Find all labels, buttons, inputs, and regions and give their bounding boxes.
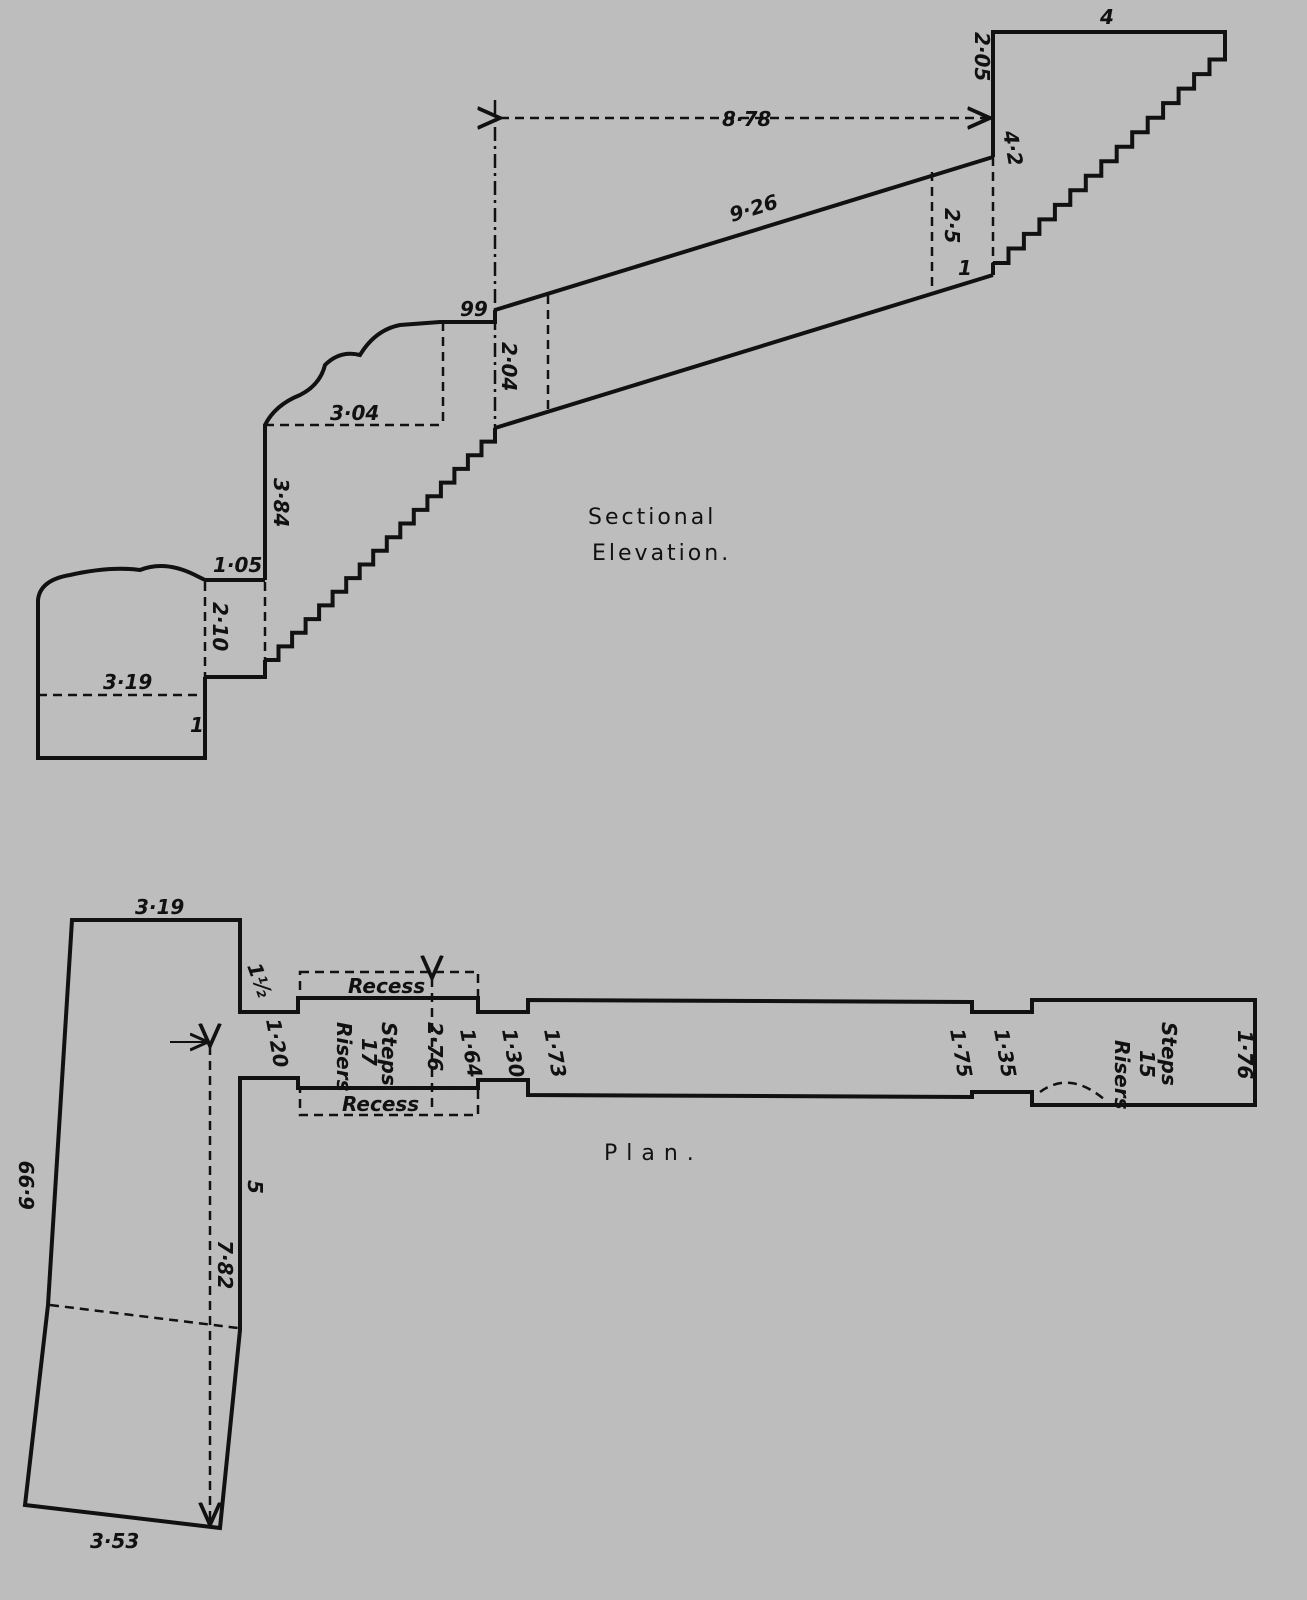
lower-staircase xyxy=(265,428,497,662)
label-opening: 1½ xyxy=(242,960,276,1001)
label-upper-height: 2·05 xyxy=(970,32,994,81)
shaft-wall xyxy=(263,310,497,580)
label-horizontal-span: 8·78 xyxy=(722,107,771,131)
label-w4: 1·75 xyxy=(945,1027,977,1080)
sectional-elevation: 4 2·05 8·78 4·2 9·26 2·5 1 99 2·04 3·04 … xyxy=(36,5,1227,760)
plan-outline xyxy=(22,918,1257,1531)
recess-bottom xyxy=(298,1086,480,1117)
label-steps-a-count: 17 xyxy=(357,1038,381,1066)
label-risers-a: Risers xyxy=(332,1022,356,1092)
label-steps-b-count: 15 xyxy=(1135,1050,1159,1078)
label-w6: 1·76 xyxy=(1233,1030,1257,1079)
label-w1: 1·64 xyxy=(455,1027,487,1080)
lower-ledge xyxy=(205,660,267,679)
lower-slope xyxy=(494,273,994,430)
label-chamber-width: 3·19 xyxy=(103,670,152,694)
elevation-title-line2: Elevation. xyxy=(592,541,731,566)
label-top-width: 4 xyxy=(1099,5,1114,29)
label-corridor-entry: 1·20 xyxy=(261,1017,293,1070)
label-w2: 1·30 xyxy=(497,1027,529,1080)
label-room-bottom: 3·53 xyxy=(90,1529,139,1553)
label-steps-a: Steps xyxy=(377,1022,401,1086)
label-steps-b: Steps xyxy=(1157,1022,1181,1086)
upper-staircase xyxy=(993,45,1227,265)
label-passage-one: 1 xyxy=(958,256,972,280)
label-recess-depth: 2·76 xyxy=(423,1022,447,1071)
label-w5: 1·35 xyxy=(989,1027,1021,1080)
label-room-length: 7·82 xyxy=(213,1240,237,1289)
label-chamber-height: 2·10 xyxy=(208,602,232,651)
label-slope-length: 9·26 xyxy=(726,189,780,226)
label-room-left: 6·99 xyxy=(15,1161,39,1210)
label-landing: 99 xyxy=(460,297,488,321)
elevation-title-line1: Sectional xyxy=(588,505,716,530)
recess-top xyxy=(298,970,480,1000)
label-chamber-one: 1 xyxy=(190,713,204,737)
label-step-height: 4·2 xyxy=(998,128,1028,168)
label-room-top: 3·19 xyxy=(135,895,184,919)
label-risers-b: Risers xyxy=(1110,1040,1134,1110)
label-landing-height: 2·04 xyxy=(497,342,521,391)
label-room-side: 5 xyxy=(243,1180,267,1194)
label-w3: 1·73 xyxy=(539,1027,571,1080)
label-recess-bottom: Recess xyxy=(342,1092,419,1116)
plan-view: 3·19 1½ 1·20 Recess Recess Risers 17 Ste… xyxy=(15,895,1257,1553)
upper-block xyxy=(991,30,1227,157)
label-ledge: 1·05 xyxy=(213,553,262,577)
label-shaft-height: 3·84 xyxy=(269,478,293,527)
stair-curve xyxy=(1039,1081,1106,1101)
lower-chamber-outline xyxy=(36,564,265,760)
label-recess-top: Recess xyxy=(348,974,425,998)
upper-slope xyxy=(494,155,994,312)
label-upper-recess: 3·04 xyxy=(330,401,379,425)
label-passage-height: 2·5 xyxy=(940,208,964,243)
plan-title: Plan. xyxy=(604,1141,703,1166)
